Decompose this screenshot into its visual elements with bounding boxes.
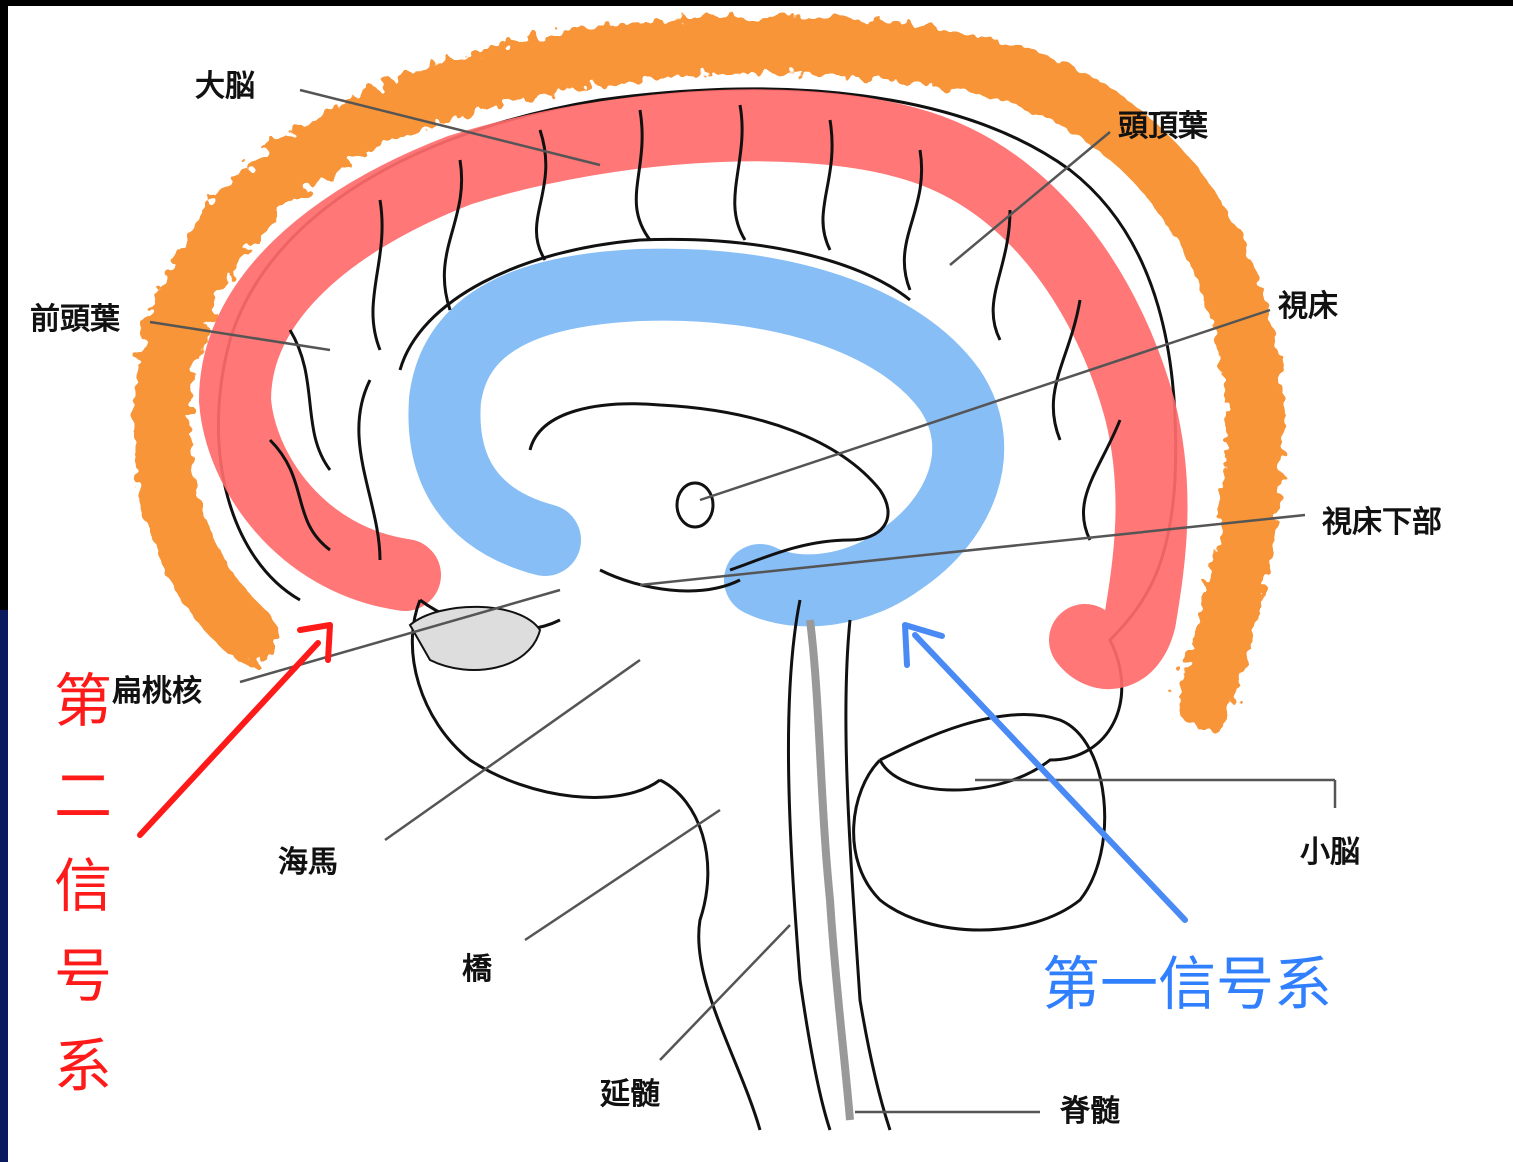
label-pons: 橋	[462, 955, 492, 985]
amygdala-region	[410, 607, 540, 670]
label-cerebrum: 大脳	[195, 72, 255, 102]
first-system-arrow-shaft	[915, 635, 1185, 920]
second-system-char-2: 二	[48, 767, 118, 825]
second-system-char-3: 信	[48, 857, 118, 915]
label-amygdala: 扁桃核	[112, 677, 202, 707]
label-thalamus: 視床	[1278, 292, 1338, 322]
label-hippocampus: 海馬	[278, 848, 338, 878]
label-cerebellum: 小脳	[1300, 838, 1360, 868]
label-parietal: 頭頂葉	[1118, 112, 1208, 142]
second-system-char-4: 号	[48, 947, 118, 1005]
label-frontal: 前頭葉	[30, 305, 120, 335]
second-system-char-5: 系	[48, 1037, 118, 1095]
first-system-label: 第一信号系	[1042, 955, 1332, 1013]
label-hypothalamus: 視床下部	[1322, 508, 1442, 538]
second-system-band	[235, 125, 1152, 653]
label-spinal-cord: 脊髄	[1060, 1097, 1120, 1127]
second-system-char-1: 第	[48, 672, 118, 730]
brainstem-shading	[810, 620, 850, 1120]
label-medulla: 延髄	[600, 1080, 660, 1110]
second-system-arrow-shaft	[140, 643, 318, 835]
